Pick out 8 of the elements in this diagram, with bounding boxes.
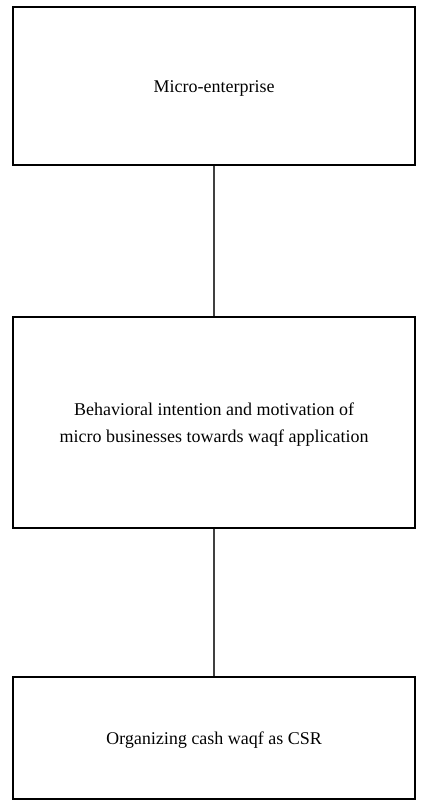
process-box [12,6,416,166]
box-text: Micro-enterprise [152,74,276,98]
process-box [12,316,416,529]
connector-line [213,166,215,316]
box-text: Organizing cash waqf as CSR [105,726,323,750]
process-box [12,676,416,800]
connector-line [213,529,215,676]
box-text: Behavioral intention and motivation of micro businesses towards waqf application [58,398,370,448]
